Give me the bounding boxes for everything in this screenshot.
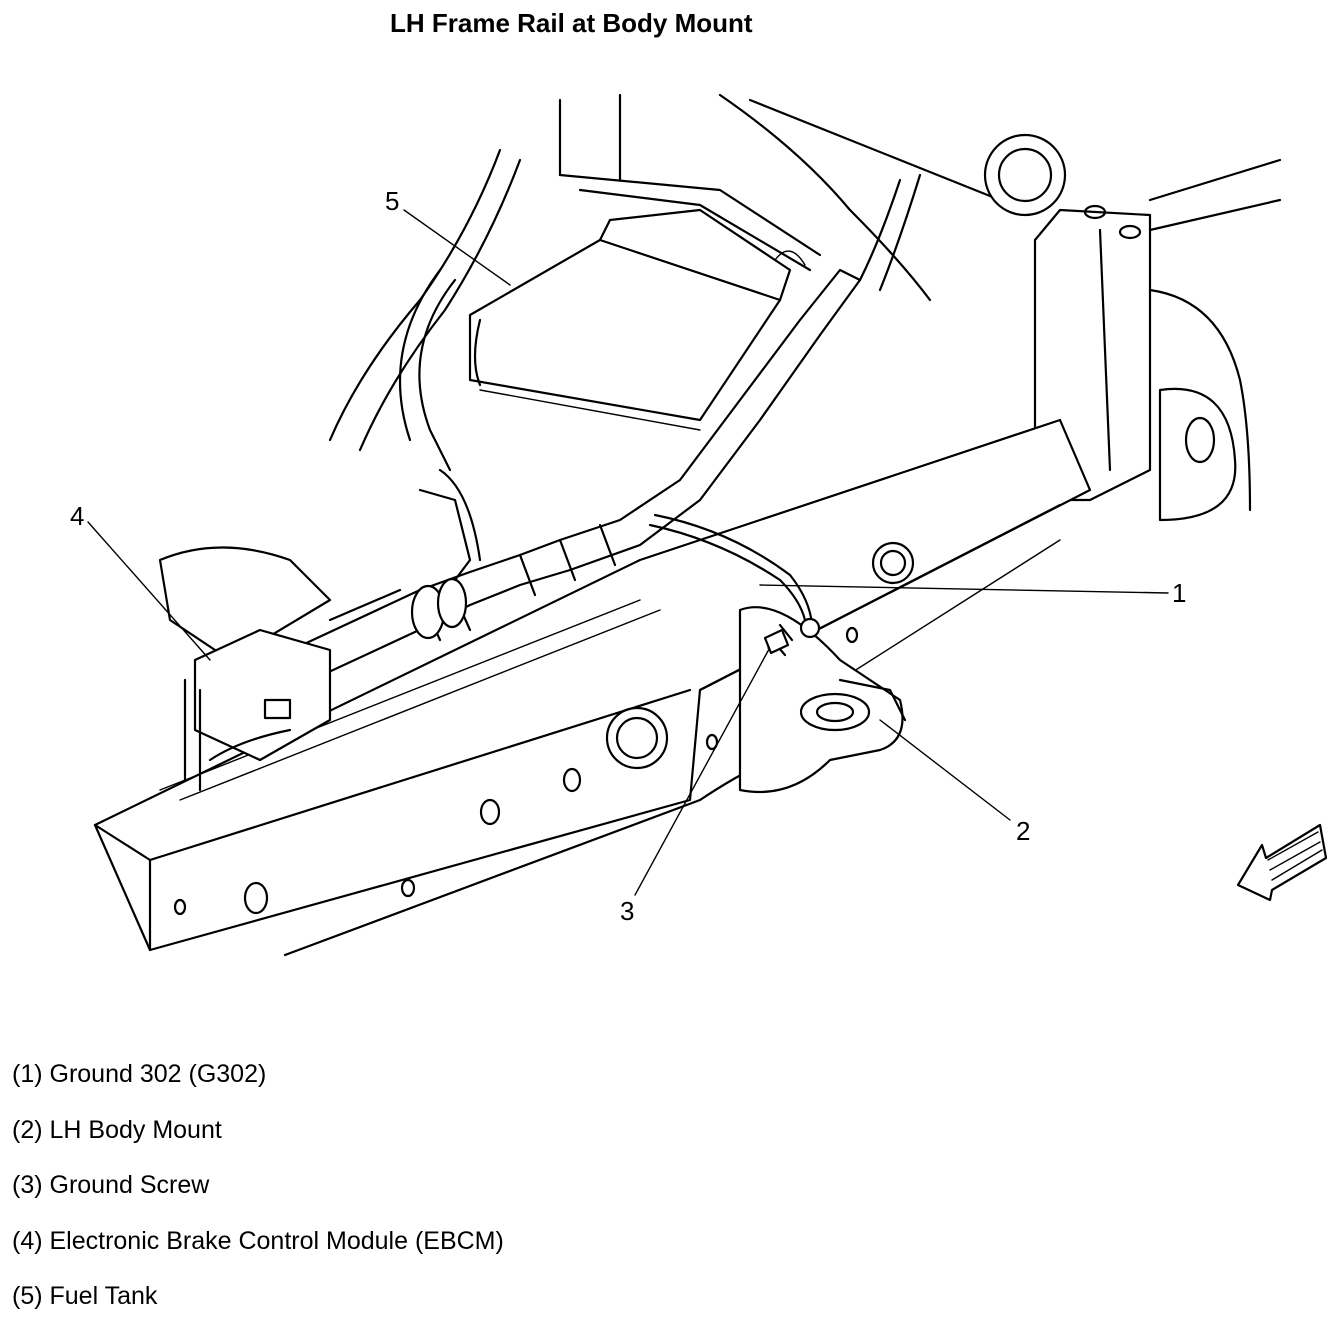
fuel-tank-drawing xyxy=(398,208,792,472)
arrow-down-left-icon xyxy=(1236,823,1328,902)
callout-3: 3 xyxy=(620,896,634,926)
callout-1: 1 xyxy=(1172,578,1186,608)
callout-2: 2 xyxy=(1016,816,1030,846)
legend-item-2: (2) LH Body Mount xyxy=(12,1115,222,1144)
upper-harness-drawing xyxy=(328,93,1002,452)
callout-4: 4 xyxy=(70,501,84,531)
legend-item-3: (3) Ground Screw xyxy=(12,1171,210,1199)
frame-rail-illustration: 1 2 3 4 5 xyxy=(70,93,1328,957)
legend: (1) Ground 302 (G302) (2) LH Body Mount … xyxy=(12,1058,504,1336)
ground-screw-drawing xyxy=(763,628,790,655)
ebcm-drawing xyxy=(158,546,402,792)
callout-5: 5 xyxy=(385,186,399,216)
diagram-title: LH Frame Rail at Body Mount xyxy=(390,8,753,38)
leader-lines xyxy=(87,209,1169,896)
frame-rail-drawing xyxy=(93,418,1092,957)
legend-item-1: (1) Ground 302 (G302) xyxy=(12,1060,267,1088)
body-mount-drawing xyxy=(738,606,907,794)
legend-item-4: (4) Electronic Brake Control Module (EBC… xyxy=(12,1226,504,1255)
harness-drawing xyxy=(268,268,862,692)
legend-item-5: (5) Fuel Tank xyxy=(12,1282,158,1310)
